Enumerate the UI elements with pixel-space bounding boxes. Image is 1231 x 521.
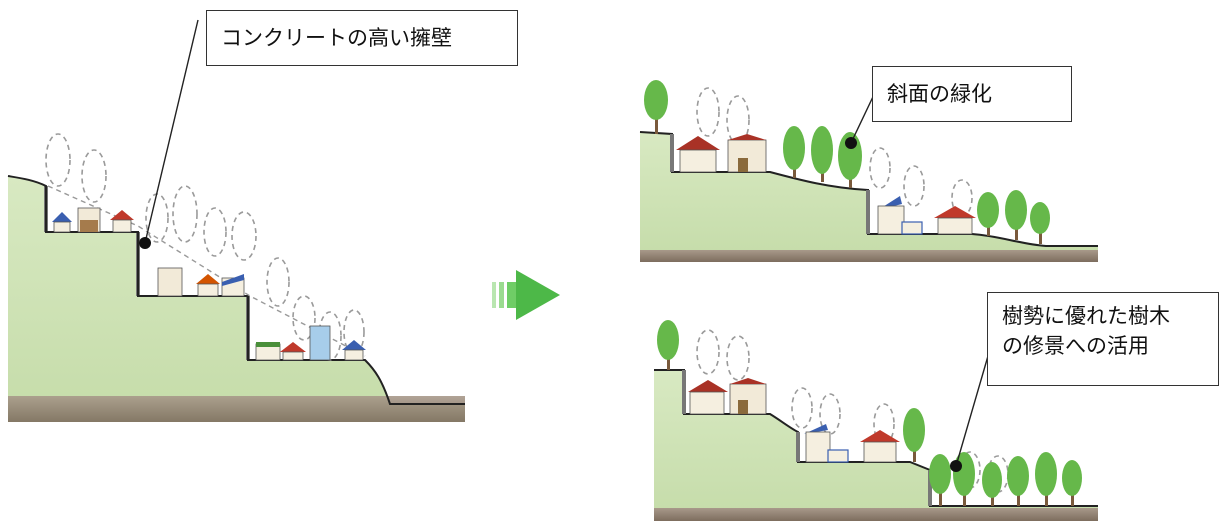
dashed-trees-greening xyxy=(696,87,973,217)
leader-line-trees xyxy=(955,355,989,467)
terrain-trees xyxy=(654,370,1098,521)
callout-slope-greening: 斜面の緑化 xyxy=(872,66,1072,122)
terrain-outline-trees xyxy=(654,369,1098,507)
terrain-greening xyxy=(640,132,1098,260)
houses-level-2 xyxy=(157,267,245,297)
original-slope-dashed xyxy=(47,185,366,357)
soil-strip-trees xyxy=(654,508,1098,521)
leader-line-retaining xyxy=(144,19,199,244)
houses-level-3 xyxy=(255,325,366,361)
houses-level-1 xyxy=(52,207,134,233)
after-tree-use-illustration xyxy=(654,320,1098,521)
callout-retaining-wall-text: コンクリートの高い擁壁 xyxy=(221,25,452,50)
before-slope-illustration xyxy=(7,19,465,422)
marker-dot-retaining xyxy=(139,237,151,249)
terrain-before xyxy=(8,176,465,422)
callout-tree-use-line2: の修景への活用 xyxy=(1002,334,1149,359)
soil-strip-greening xyxy=(640,250,1098,262)
marker-dot-trees xyxy=(950,460,962,472)
terrain-outline-greening xyxy=(639,131,1098,247)
houses-tree-use xyxy=(688,378,900,463)
callout-slope-greening-text: 斜面の緑化 xyxy=(887,81,992,106)
terrain-outline-before xyxy=(7,175,465,405)
callout-retaining-wall: コンクリートの高い擁壁 xyxy=(206,10,518,66)
callout-tree-use: 樹勢に優れた樹木 の修景への活用 xyxy=(987,292,1219,386)
transition-arrow xyxy=(492,270,560,320)
callout-tree-use-line1: 樹勢に優れた樹木 xyxy=(1002,304,1170,328)
after-greening-illustration xyxy=(639,80,1098,262)
removed-trees-dashed xyxy=(45,133,365,361)
marker-dot-greening xyxy=(845,137,857,149)
houses-greening xyxy=(676,134,976,235)
soil-strip-before xyxy=(8,396,465,422)
